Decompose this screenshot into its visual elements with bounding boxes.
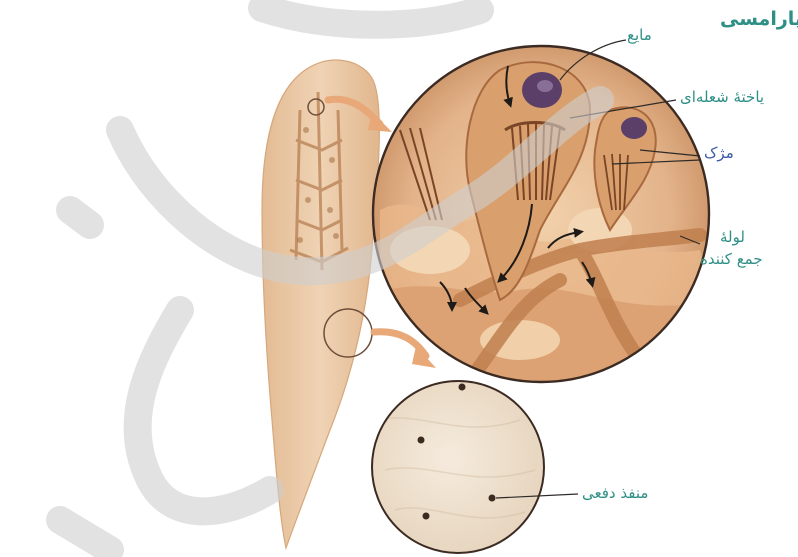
title-label: پارامسی — [720, 8, 798, 30]
flame-cell-label: یاختهٔ شعله‌ای — [680, 88, 764, 106]
fluid-label: مایع — [627, 26, 652, 44]
nucleus-2 — [621, 117, 647, 139]
magnified-pore-view — [372, 381, 544, 553]
flatworm-body — [262, 60, 379, 548]
collecting-tube-label-line2: جمع کننده — [700, 250, 763, 268]
excretory-pore-label: منفذ دفعی — [582, 484, 648, 502]
collecting-tube-label-line1: لولهٔ — [720, 228, 745, 246]
cilia-label: مژک — [704, 144, 734, 162]
